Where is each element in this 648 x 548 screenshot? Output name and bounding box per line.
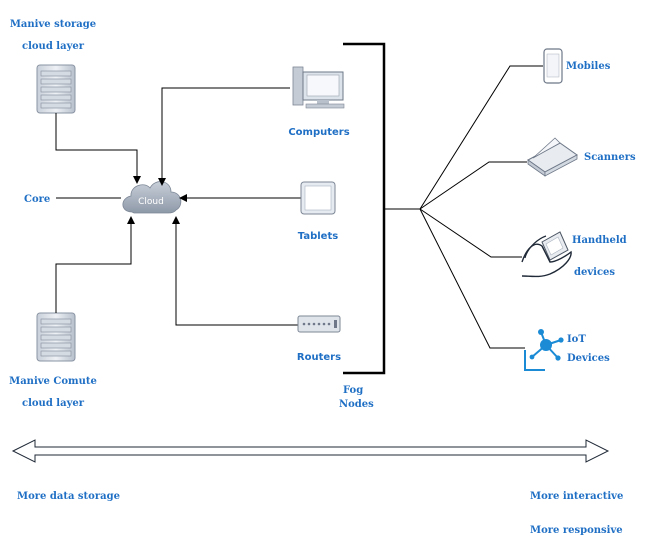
more-interactive-label: More interactive (530, 491, 623, 502)
server-rack-icon (36, 64, 76, 114)
server-rack-icon (36, 312, 76, 362)
right-connectors (158, 87, 301, 326)
fog-nodes-bracket (343, 42, 386, 375)
storage-layer-label-line1: Manive storage (10, 19, 96, 30)
more-storage-label: More data storage (17, 491, 120, 502)
left-connectors (55, 113, 141, 313)
handheld-label-line1: Handheld (572, 235, 627, 246)
iot-label-line2: Devices (567, 353, 610, 364)
scanners-label: Scanners (584, 152, 636, 163)
router-icon (297, 315, 341, 333)
fog-label-line2: Nodes (339, 399, 374, 410)
edge-connectors (384, 65, 543, 349)
fog-label-line1: Fog (343, 385, 363, 396)
tablet-icon (300, 181, 336, 215)
cloud-label: Cloud (138, 197, 164, 207)
mobile-phone-icon (543, 48, 563, 84)
iot-label-line1: IoT (567, 334, 586, 345)
mobiles-label: Mobiles (566, 61, 611, 72)
desktop-computer-icon (292, 66, 345, 109)
cloud-icon: Cloud (122, 181, 182, 214)
handheld-label-line2: devices (574, 267, 615, 278)
routers-label: Routers (297, 352, 341, 363)
spectrum-double-arrow (11, 439, 610, 463)
computers-label: Computers (288, 127, 349, 138)
scanner-icon (527, 137, 578, 177)
iot-hub-icon (524, 329, 564, 371)
storage-layer-label-line2: cloud layer (22, 41, 85, 52)
compute-layer-label-line2: cloud layer (22, 398, 85, 409)
more-responsive-label: More responsive (530, 525, 623, 536)
compute-layer-label-line1: Manive Comute (9, 376, 97, 387)
core-label: Core (24, 194, 50, 205)
handheld-device-icon (521, 231, 572, 278)
tablets-label: Tablets (298, 231, 338, 242)
